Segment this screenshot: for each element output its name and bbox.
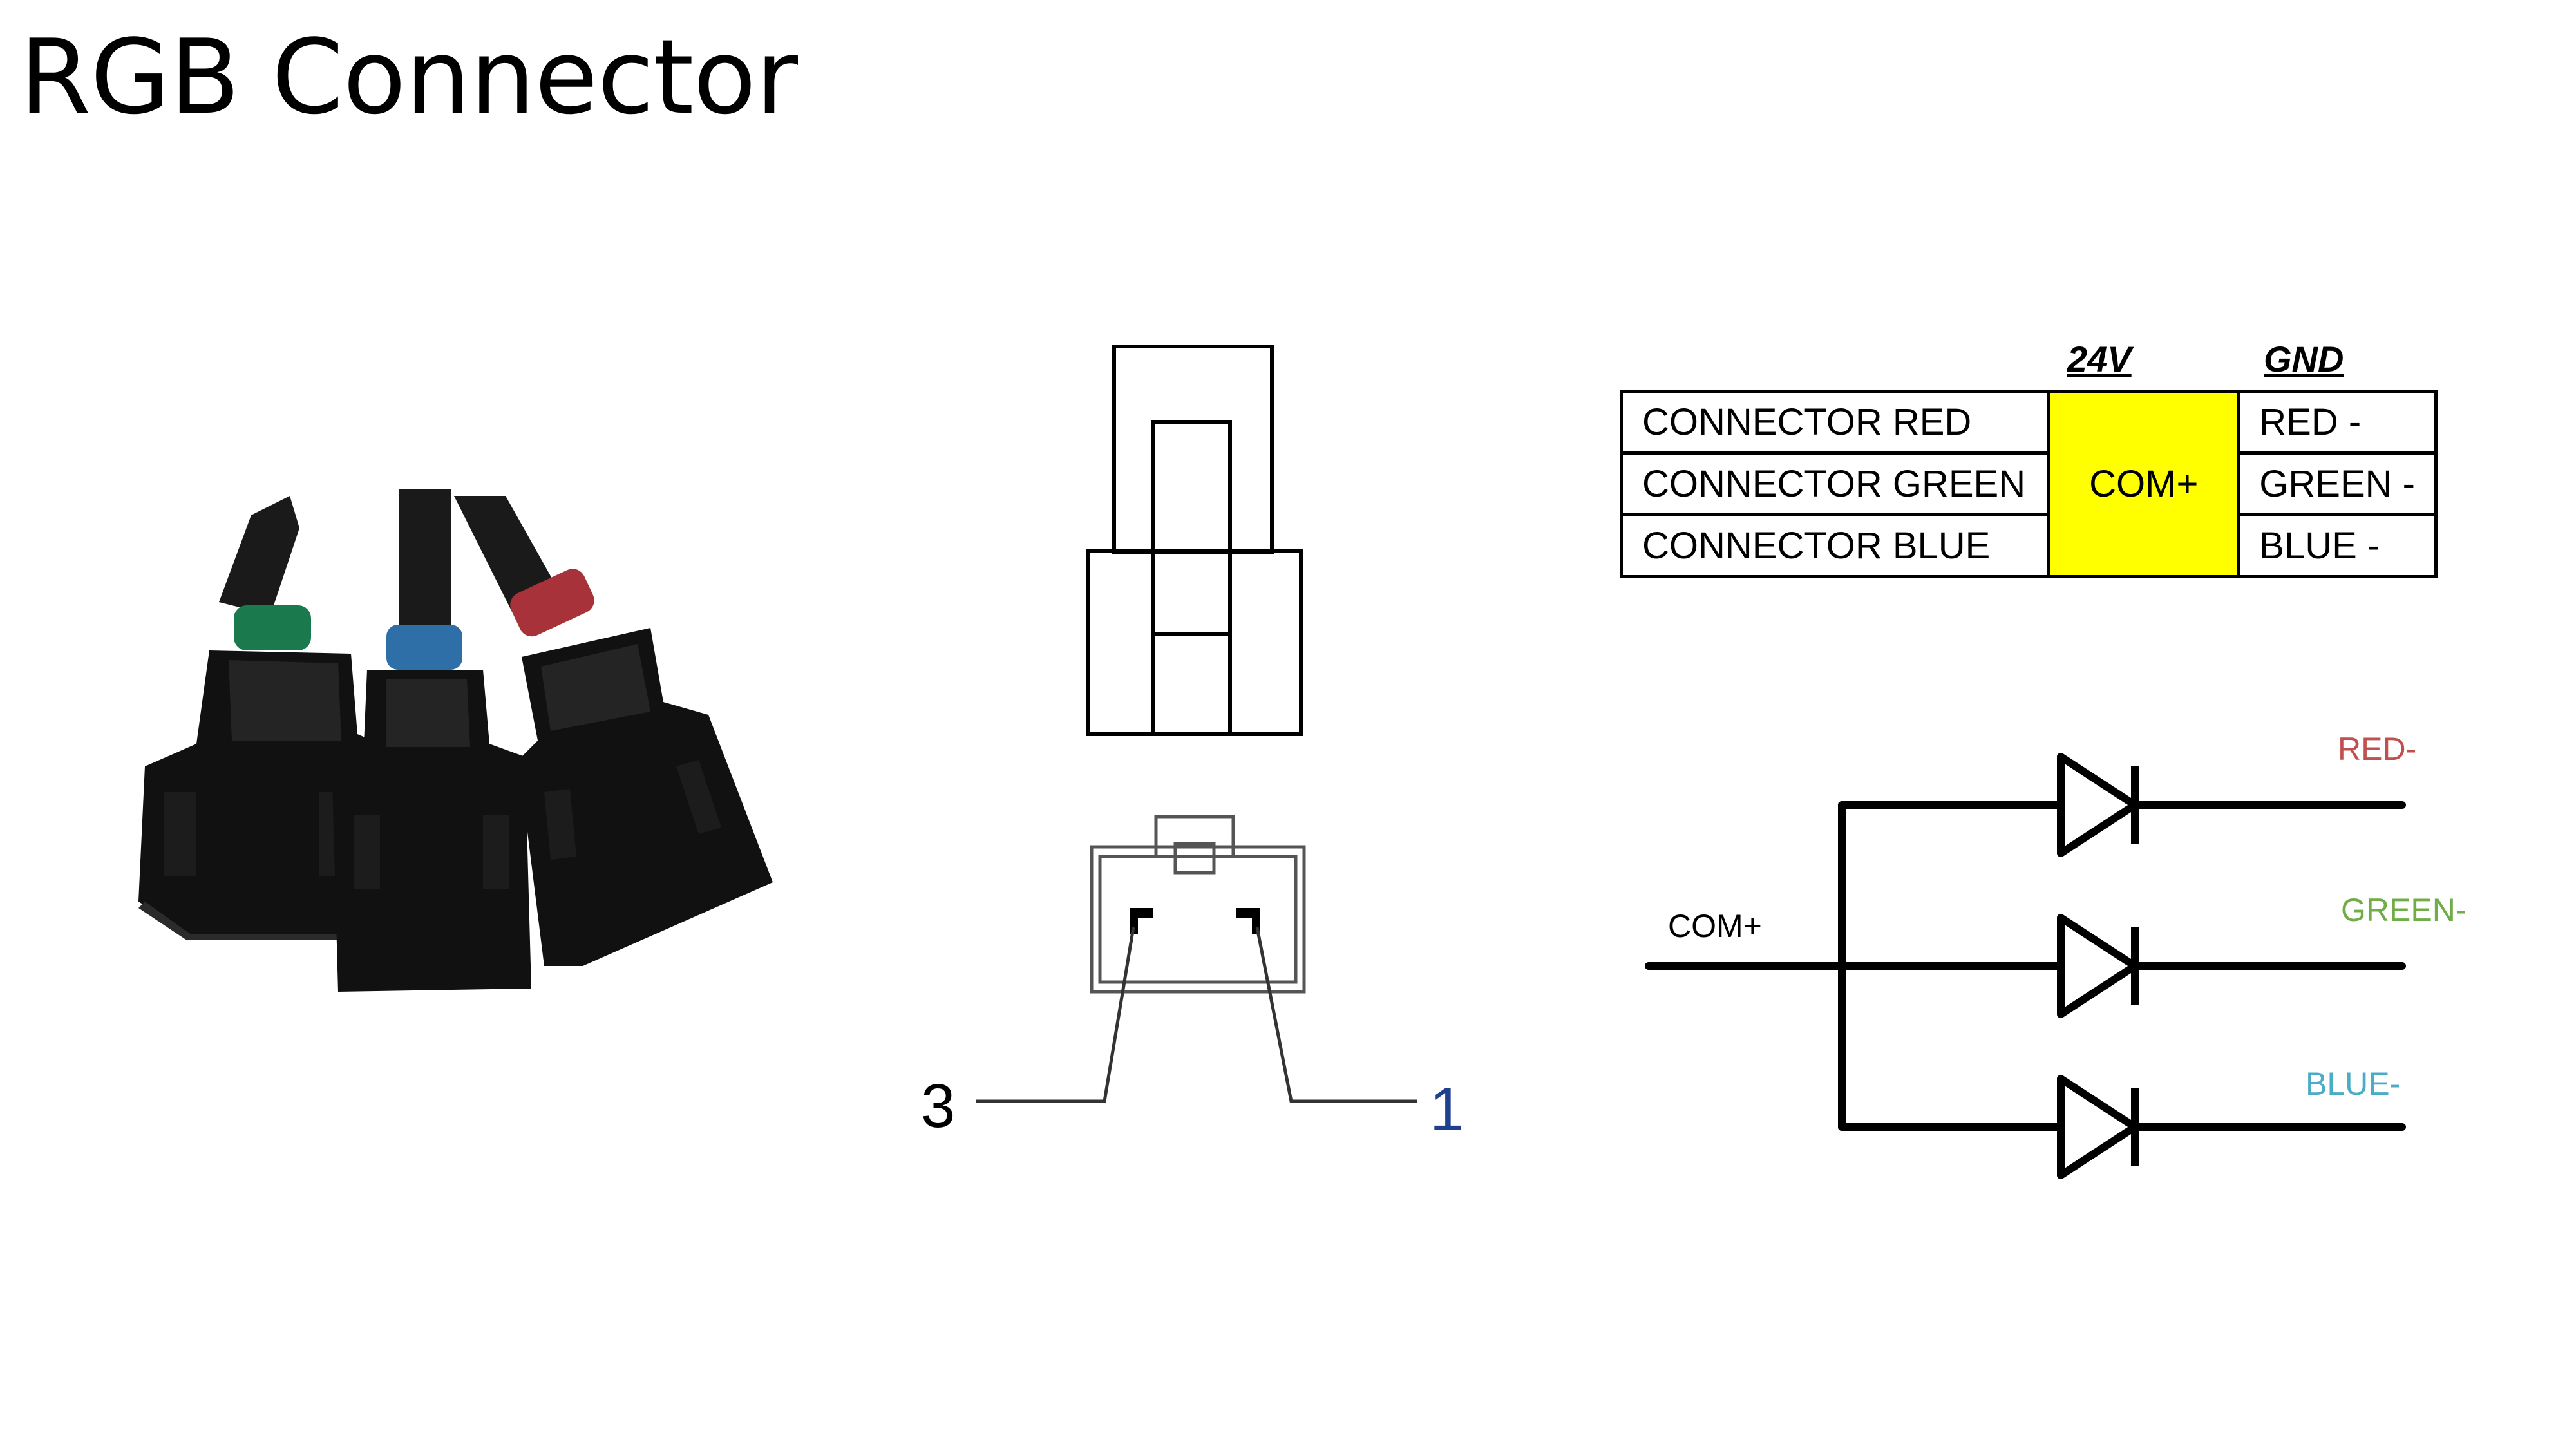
red-led-diode <box>2057 753 2139 857</box>
connector-outline-drawing: 3 1 <box>921 345 1464 1144</box>
wire-table: CONNECTOR RED COM+ RED - CONNECTOR GREEN… <box>1619 390 2438 578</box>
connector-blue-cell: CONNECTOR BLUE <box>1619 513 2051 578</box>
com-plus-label: COM+ <box>1668 908 1762 944</box>
pin-1-label: 1 <box>1430 1075 1464 1144</box>
table-row: CONNECTOR BLUE BLUE - <box>1619 513 2438 578</box>
blue-minus-label: BLUE- <box>2306 1066 2400 1102</box>
common-positive-cell: COM+ <box>2047 390 2240 578</box>
pin-leader-lines <box>976 927 1417 1103</box>
connector-green-cell: CONNECTOR GREEN <box>1619 451 2051 516</box>
blue-cap <box>386 625 462 670</box>
connector-side-view <box>1086 345 1303 736</box>
schematic-wires <box>1645 801 2406 1131</box>
pin-contacts <box>1130 908 1260 934</box>
page-title: RGB Connector <box>19 17 798 137</box>
connector-front-view <box>1090 815 1306 994</box>
header-gnd: GND <box>2264 339 2344 379</box>
table-row: CONNECTOR GREEN GREEN - <box>1619 451 2438 516</box>
connector-middle <box>332 489 531 992</box>
red-minus-label: RED- <box>2338 731 2416 767</box>
pin-3-label: 3 <box>921 1072 955 1141</box>
diodes <box>2057 753 2139 1179</box>
connector-photo <box>138 489 773 992</box>
green-cap <box>234 605 311 650</box>
green-led-diode <box>2057 914 2139 1018</box>
blue-ground-cell: BLUE - <box>2237 513 2438 578</box>
table-row: CONNECTOR RED COM+ RED - <box>1619 390 2438 578</box>
red-cap <box>510 569 594 637</box>
connector-right <box>454 496 773 966</box>
green-minus-label: GREEN- <box>2341 892 2466 928</box>
blue-led-diode <box>2057 1075 2139 1179</box>
header-24v: 24V <box>2067 339 2132 379</box>
green-ground-cell: GREEN - <box>2237 451 2438 516</box>
led-schematic: COM+ RED- GREEN- BLUE- <box>1645 731 2466 1179</box>
connector-red-cell: CONNECTOR RED <box>1619 390 2051 455</box>
red-ground-cell: RED - <box>2237 390 2438 455</box>
